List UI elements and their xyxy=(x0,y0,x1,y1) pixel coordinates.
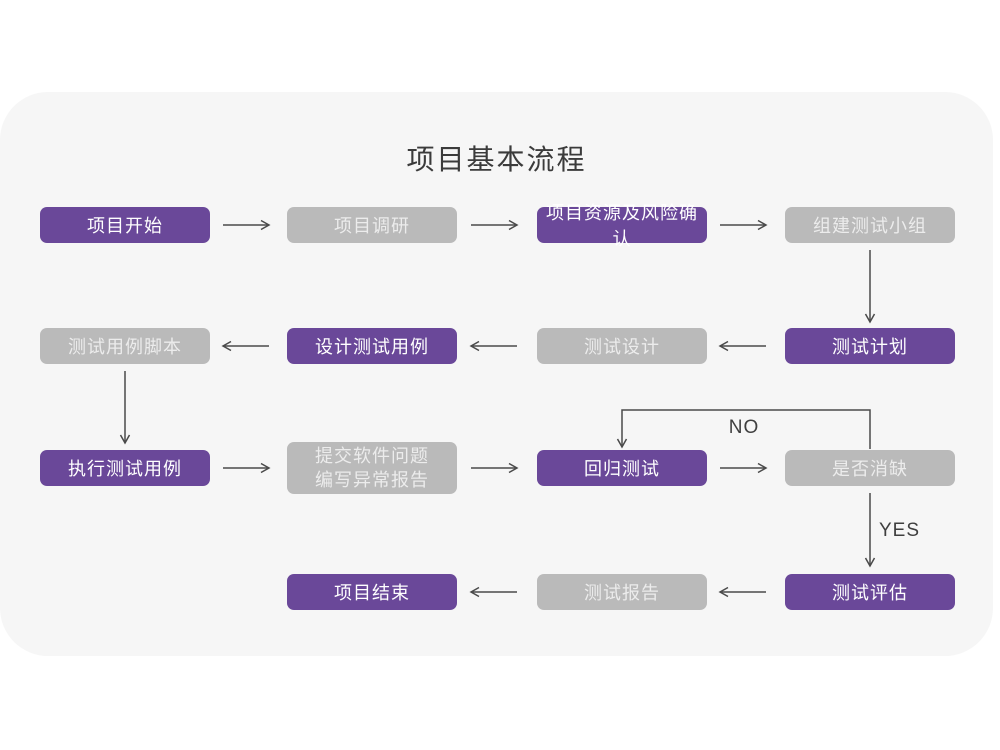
flow-arrows-layer xyxy=(119,219,876,598)
no-edge-label: NO xyxy=(728,417,760,438)
node-test-plan: 测试计划 xyxy=(785,328,955,364)
node-regression-test: 回归测试 xyxy=(537,450,707,486)
yes-edge-label: YES xyxy=(879,520,921,541)
node-build-test-team: 组建测试小组 xyxy=(785,207,955,243)
node-project-research: 项目调研 xyxy=(287,207,457,243)
node-defect-cleared-decision: 是否消缺 xyxy=(785,450,955,486)
submit-issues-line1: 提交软件问题 xyxy=(315,445,429,466)
node-submit-issues-report: 提交软件问题 编写异常报告 xyxy=(287,442,457,494)
node-project-end: 项目结束 xyxy=(287,574,457,610)
node-project-start: 项目开始 xyxy=(40,207,210,243)
submit-issues-line2: 编写异常报告 xyxy=(315,470,429,490)
node-test-evaluation: 测试评估 xyxy=(785,574,955,610)
node-test-case-scripts: 测试用例脚本 xyxy=(40,328,210,364)
flowchart-card: 项目基本流程 项目开始 项目调研 项目资源及风险确认 组建测试小组 测试计划 测… xyxy=(0,92,993,656)
node-execute-test-cases: 执行测试用例 xyxy=(40,450,210,486)
node-test-design: 测试设计 xyxy=(537,328,707,364)
node-design-test-cases: 设计测试用例 xyxy=(287,328,457,364)
node-resources-risk: 项目资源及风险确认 xyxy=(537,203,707,249)
node-test-report: 测试报告 xyxy=(537,574,707,610)
page-title: 项目基本流程 xyxy=(406,144,587,175)
arrow-no-loop xyxy=(616,409,871,449)
